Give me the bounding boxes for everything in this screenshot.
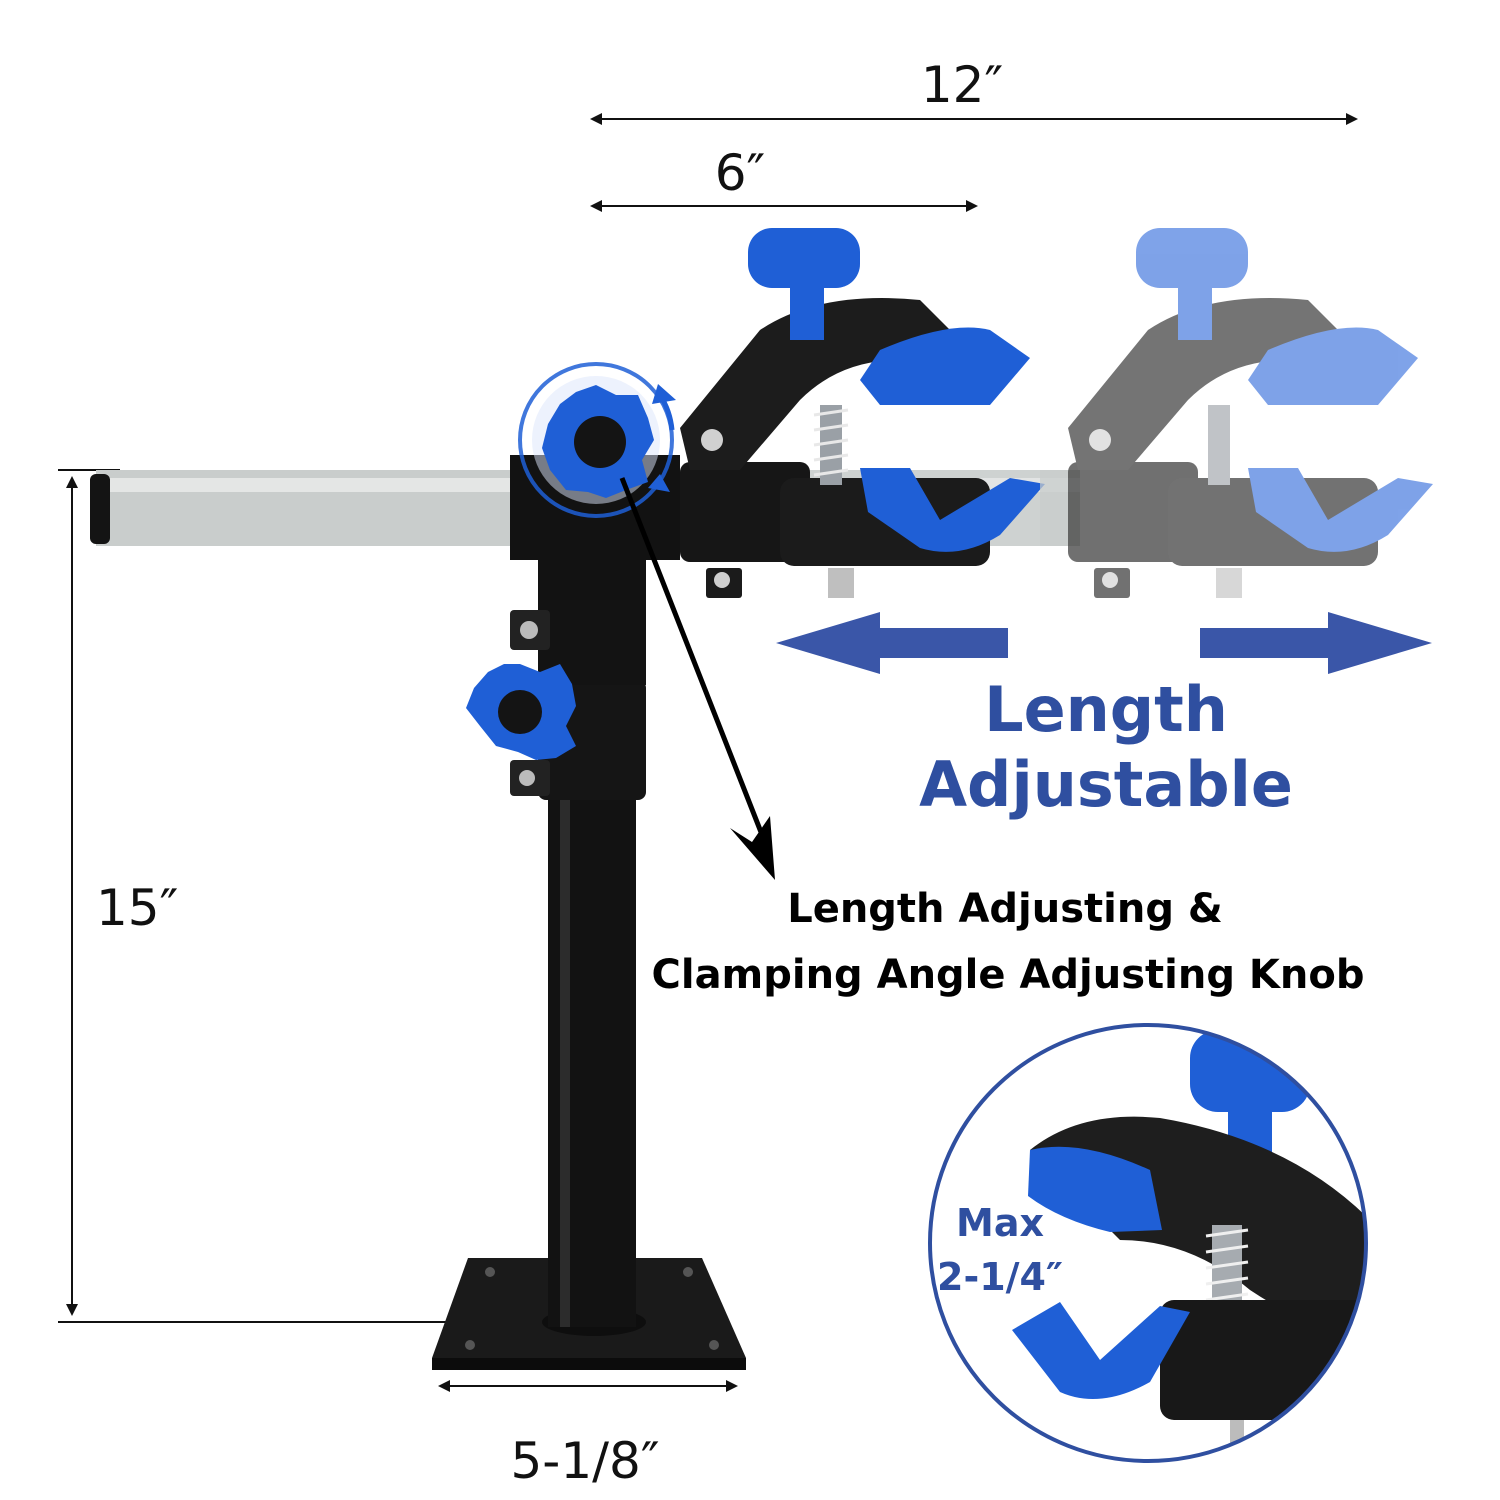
feature-label-line1: Length xyxy=(984,673,1228,746)
vertical-post xyxy=(510,535,646,1327)
elbow-joint xyxy=(510,455,680,600)
clamp-ghost-position xyxy=(1040,228,1433,598)
clamp-lower-jaw xyxy=(860,468,1045,552)
callout-line2: Clamping Angle Adjusting Knob xyxy=(652,952,1365,998)
feature-label-line2: Adjustable xyxy=(919,748,1293,821)
base-width-dimension: 5-1/8″ xyxy=(438,1380,738,1490)
callout-line1: Length Adjusting & xyxy=(787,886,1223,932)
clamp-upper-jaw xyxy=(860,327,1030,405)
inset-max-value: 2-1/4″ xyxy=(937,1255,1063,1299)
arrow-left-icon xyxy=(776,612,1008,674)
clamp-opening-inset xyxy=(928,1023,1368,1463)
arm-full-dimension: 12″ xyxy=(590,56,1358,125)
angle-adjust-knob[interactable] xyxy=(518,362,676,518)
arm-full-label: 12″ xyxy=(921,56,1003,114)
callout-pointer xyxy=(619,477,775,880)
arm-half-dimension: 6″ xyxy=(590,144,978,212)
height-label: 15″ xyxy=(96,879,178,937)
arrow-right-icon xyxy=(1200,612,1432,674)
clamp-top-knob-icon[interactable] xyxy=(748,228,860,340)
height-dimension: 15″ xyxy=(58,469,450,1323)
height-adjust-knob-icon[interactable] xyxy=(466,664,576,760)
arm-half-label: 6″ xyxy=(715,144,766,202)
inset-max-label: Max xyxy=(956,1201,1044,1245)
length-adjust-arrows xyxy=(776,612,1432,674)
base-width-label: 5-1/8″ xyxy=(511,1432,660,1490)
